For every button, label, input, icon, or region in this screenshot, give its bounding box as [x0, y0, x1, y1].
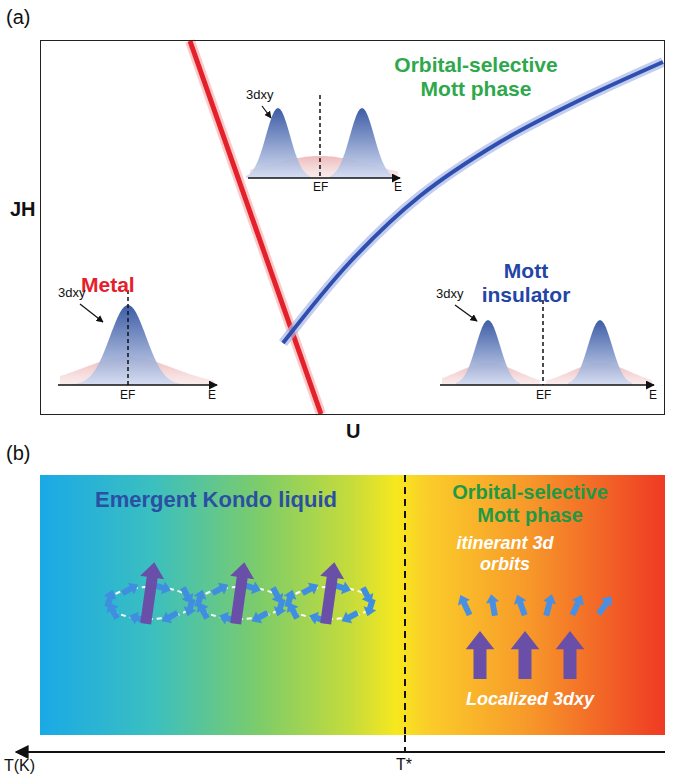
dxy-peak [246, 108, 310, 178]
leader-line [262, 106, 271, 118]
temperature-band: Emergent Kondo liquid Orbital-selective M… [40, 475, 665, 735]
local-moment [134, 561, 167, 626]
energy-label: E [208, 389, 216, 403]
phase-label: Mott insulator [471, 259, 581, 307]
density-of-states-inset [58, 290, 217, 385]
itinerant-spin [454, 592, 475, 618]
itinerant-spin [339, 607, 361, 627]
energy-axis [248, 177, 400, 179]
axis-label: JH [10, 198, 36, 221]
energy-axis [58, 384, 217, 386]
local-moment [556, 631, 585, 679]
energy-axis [440, 384, 654, 386]
itinerant-spin [101, 588, 119, 609]
itinerant-spin [281, 588, 299, 609]
panel-label: (b) [6, 442, 30, 465]
itinerant-spin [566, 592, 587, 618]
boundary-halo [190, 41, 321, 414]
temperature-axis [16, 751, 665, 753]
density-of-states-inset [246, 95, 400, 178]
orbital-note: itinerant 3d orbits [455, 533, 555, 574]
phase-diagram-frame: Metal Orbital-selective Mott phaseMott in… [40, 40, 665, 415]
local-moment [511, 631, 540, 679]
regime-label: Orbital-selective Mott phase [430, 481, 630, 527]
dxy-peak [456, 320, 520, 385]
energy-label: E [394, 181, 402, 195]
itinerant-spin [249, 607, 271, 627]
dxy-peak [568, 320, 632, 385]
itinerant-spin [357, 584, 377, 606]
axis-tick-label: T* [396, 756, 412, 774]
local-moment [314, 561, 347, 626]
orbital-note: Localized 3dxy [420, 689, 640, 710]
fermi-level-line [319, 95, 321, 178]
energy-label: E [649, 389, 657, 403]
local-moment [224, 561, 257, 626]
panel-label: (a) [6, 6, 30, 29]
itinerant-spin [119, 579, 141, 599]
axis-label: U [346, 420, 360, 443]
orbital-label: 3dxy [246, 88, 273, 103]
local-moment [466, 631, 495, 679]
regime-label: Emergent Kondo liquid [95, 487, 395, 512]
density-of-states-inset [440, 300, 654, 385]
fermi-level-label: EF [536, 389, 551, 403]
phase-label: Orbital-selective Mott phase [391, 53, 561, 101]
itinerant-spin [511, 592, 531, 617]
axis-label: T(K) [4, 757, 35, 775]
itinerant-spin [191, 588, 209, 609]
crossover-line [404, 735, 406, 752]
dxy-peak [70, 305, 186, 385]
orbital-label: 3dxy [436, 287, 463, 302]
boundary-halo [283, 62, 663, 343]
itinerant-spin [593, 592, 616, 618]
phase-label: Metal [81, 273, 191, 297]
itinerant-spin [209, 579, 231, 599]
itinerant-spin [299, 579, 321, 599]
itinerant-spin [540, 593, 558, 618]
metal-boundary [190, 41, 321, 414]
leader-line [455, 305, 477, 321]
dxy-peak [330, 108, 394, 178]
itinerant-spin [485, 593, 502, 617]
mott-boundary [283, 62, 663, 343]
crossover-line [404, 475, 406, 735]
fermi-level-line [127, 290, 129, 385]
leader-line [80, 304, 103, 322]
fermi-level-label: EF [120, 389, 135, 403]
orbital-label: 3dxy [58, 286, 85, 301]
fermi-level-line [542, 300, 544, 385]
itinerant-spin [159, 607, 181, 627]
fermi-level-label: EF [313, 181, 328, 195]
